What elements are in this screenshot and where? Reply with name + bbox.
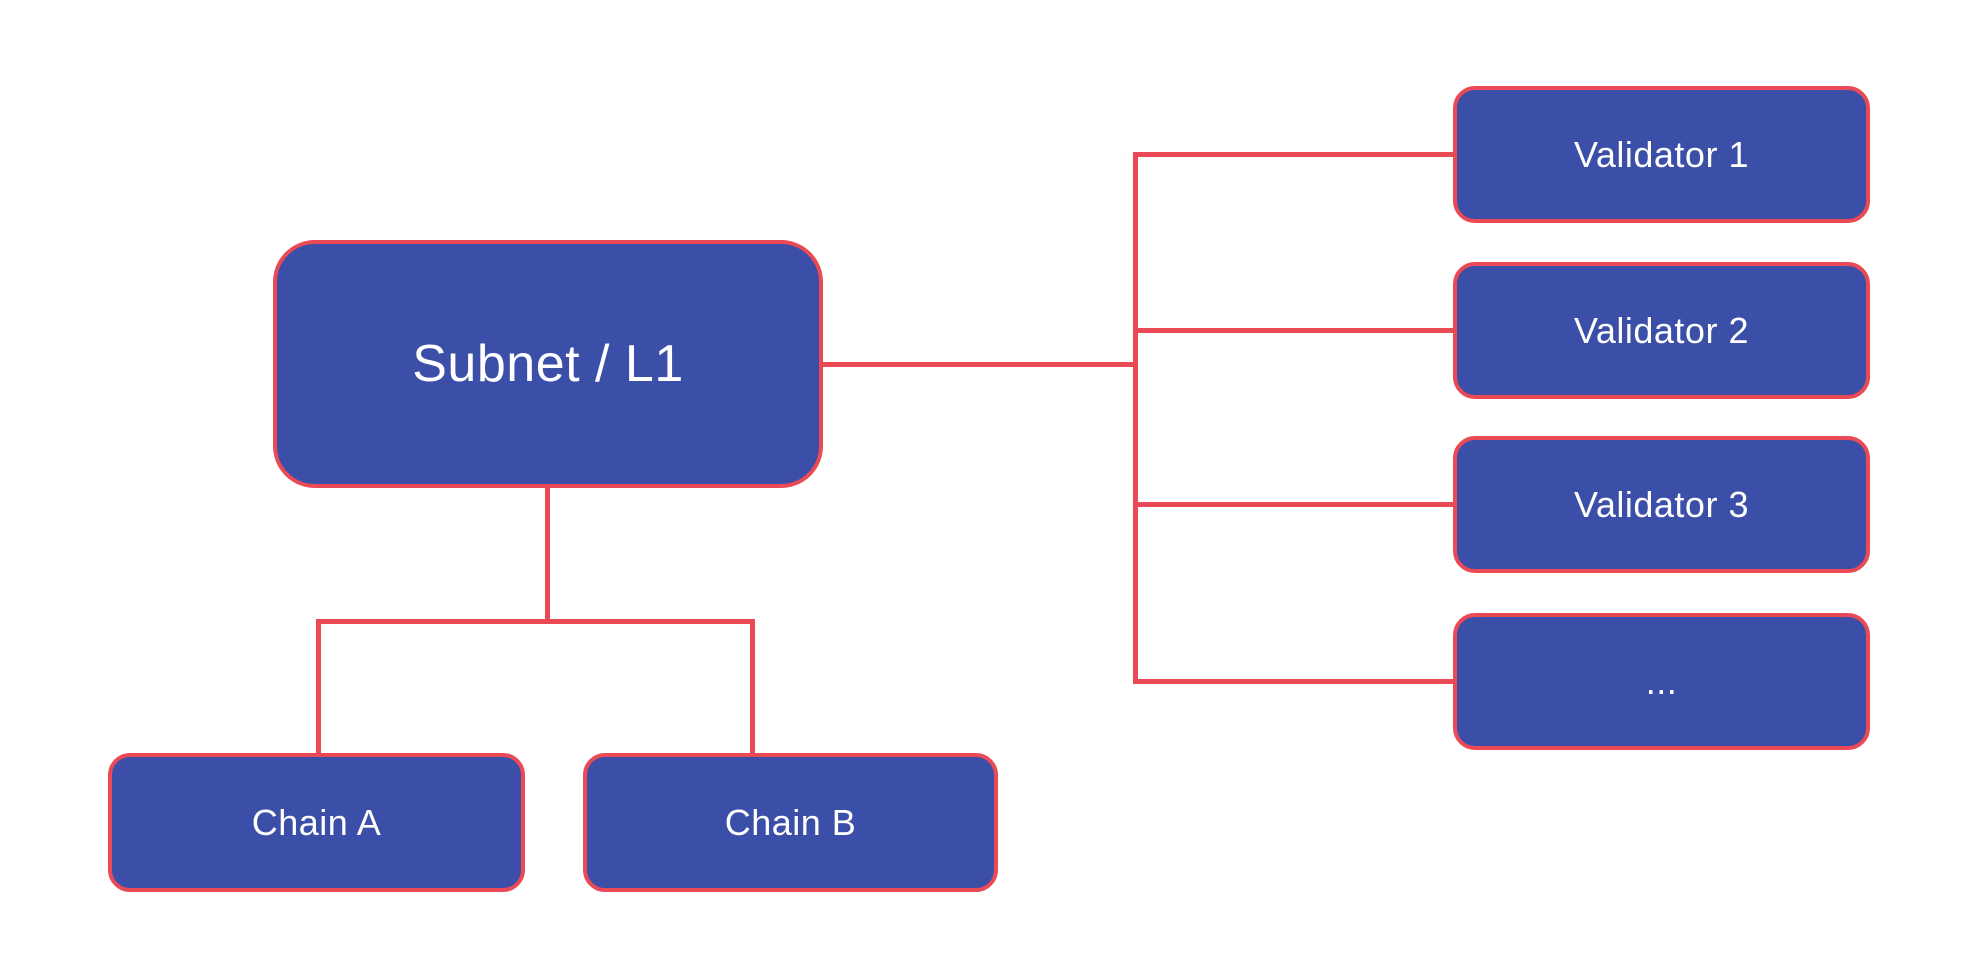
subnet-l1-node: Subnet / L1 (273, 240, 823, 488)
connector-branch-validator-2 (1133, 328, 1455, 333)
validator-3-node: Validator 3 (1453, 436, 1870, 573)
validator-3-label: Validator 3 (1574, 483, 1749, 525)
validator-more-label: ... (1645, 660, 1678, 702)
connector-validator-trunk (1133, 152, 1138, 684)
chain-a-node: Chain A (108, 753, 525, 892)
subnet-l1-label: Subnet / L1 (412, 335, 684, 393)
connector-branch-validator-more (1133, 679, 1455, 684)
validator-1-node: Validator 1 (1453, 86, 1870, 223)
chain-b-node: Chain B (583, 753, 998, 892)
connector-drop-chain-a (316, 619, 321, 755)
connector-chain-bar (316, 619, 755, 624)
chain-a-label: Chain A (251, 801, 382, 843)
validator-2-node: Validator 2 (1453, 262, 1870, 399)
connector-branch-validator-1 (1133, 152, 1455, 157)
connector-root-to-trunk (818, 362, 1138, 367)
validator-2-label: Validator 2 (1574, 309, 1749, 351)
connector-drop-chain-b (750, 619, 755, 755)
connector-branch-validator-3 (1133, 502, 1455, 507)
chain-b-label: Chain B (724, 801, 857, 843)
validator-more-node: ... (1453, 613, 1870, 750)
validator-1-label: Validator 1 (1574, 133, 1749, 175)
connector-root-stem (545, 486, 550, 624)
